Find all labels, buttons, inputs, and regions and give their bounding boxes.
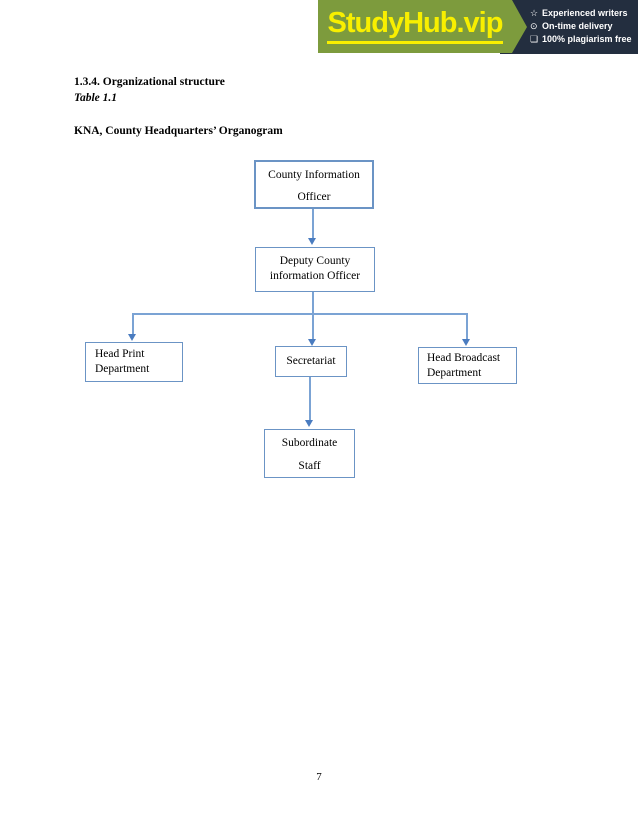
org-node-county-information-officer: County Information Officer <box>254 160 374 209</box>
section-heading: 1.3.4. Organizational structure <box>74 76 225 88</box>
org-node-deputy-county-information-officer: Deputy County information Officer <box>255 247 375 292</box>
node-label-line: information Officer <box>269 270 361 282</box>
node-label-line: County Information <box>268 169 360 181</box>
connector-rail-headprint <box>132 313 134 334</box>
connector-rail-headbroadcast <box>466 313 468 339</box>
feature-label: On-time delivery <box>542 21 613 31</box>
connector-secretariat-subordinate <box>309 377 311 420</box>
studyhub-logo[interactable]: StudyHub.vip <box>326 9 504 44</box>
table-caption: Table 1.1 <box>74 92 118 104</box>
org-node-head-broadcast-department: Head Broadcast Department <box>418 347 517 384</box>
star-icon: ☆ <box>530 8 539 18</box>
arrowhead-headprint <box>128 334 136 341</box>
banner-chevron-shape <box>512 0 527 53</box>
org-node-subordinate-staff: Subordinate Staff <box>264 429 355 478</box>
node-label-line: Subordinate <box>281 437 338 449</box>
connector-horizontal-rail <box>132 313 467 315</box>
banner-logo-area[interactable]: StudyHub.vip <box>318 0 512 53</box>
node-label-line: Head Broadcast <box>427 352 501 364</box>
document-copy-icon: ❏ <box>530 34 539 44</box>
feature-on-time-delivery: ⊙ On-time delivery <box>530 20 632 33</box>
arrowhead-subordinate <box>305 420 313 427</box>
connector-rail-secretariat <box>312 313 314 339</box>
org-node-head-print-department: Head Print Department <box>85 342 183 382</box>
organogram-title: KNA, County Headquarters’ Organogram <box>74 125 283 137</box>
arrowhead-deputy <box>308 238 316 245</box>
org-node-secretariat: Secretariat <box>275 346 347 377</box>
clock-icon: ⊙ <box>530 21 538 31</box>
banner-feature-list: ☆Experienced writers ⊙ On-time delivery ❏… <box>530 7 632 46</box>
feature-experienced-writers: ☆Experienced writers <box>530 7 632 20</box>
node-label-line: Department <box>427 367 482 379</box>
studyhub-ad-banner[interactable]: StudyHub.vip ☆Experienced writers ⊙ On-ti… <box>318 0 638 54</box>
connector-cio-deputy <box>312 209 314 239</box>
node-label-line: Officer <box>297 191 331 203</box>
arrowhead-headbroadcast <box>462 339 470 346</box>
node-label-line: Deputy County <box>279 255 351 267</box>
node-label-line: Head Print <box>95 348 145 360</box>
page-number: 7 <box>316 771 322 783</box>
connector-deputy-stem <box>312 292 314 314</box>
feature-label: 100% plagiarism free <box>542 34 632 44</box>
node-label-line: Department <box>95 363 150 375</box>
feature-plagiarism-free: ❏100% plagiarism free <box>530 33 632 46</box>
node-label-line: Secretariat <box>286 355 336 367</box>
feature-label: Experienced writers <box>542 8 628 18</box>
arrowhead-secretariat <box>308 339 316 346</box>
node-label-line: Staff <box>298 460 321 472</box>
